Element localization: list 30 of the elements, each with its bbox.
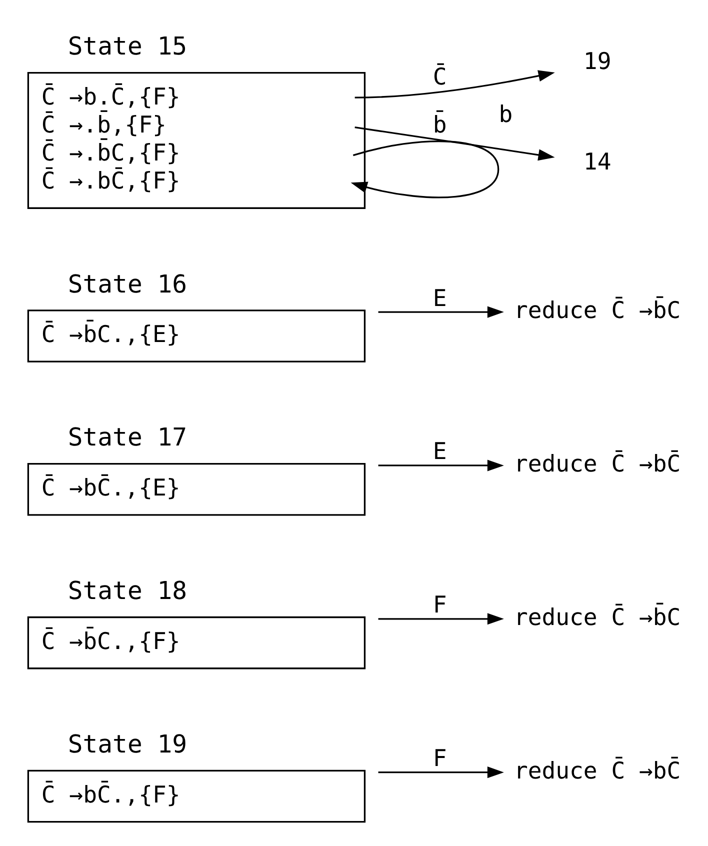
arrow bbox=[378, 306, 504, 318]
node-text: 14 bbox=[583, 150, 612, 176]
arrow bbox=[350, 140, 500, 198]
node-label: State 17 bbox=[68, 422, 188, 452]
arrow bbox=[354, 126, 555, 161]
node-text: 19 bbox=[583, 49, 612, 76]
node-label: State 15 bbox=[68, 32, 188, 61]
node-box: C̄ →bC̄.,{E} bbox=[27, 463, 366, 516]
node-box: C̄ →b.C̄,{F} C̄ →.b̄,{F} C̄ →.b̄C,{F} C̄ →.bC̄,{F} bbox=[27, 72, 366, 209]
arrow bbox=[378, 613, 504, 625]
edge-label: F bbox=[432, 746, 447, 772]
edge-label: b bbox=[498, 102, 513, 128]
node-box: C̄ →bC̄.,{F} bbox=[27, 770, 366, 823]
node-box: C̄ →b̄C.,{E} bbox=[27, 310, 366, 362]
arrow bbox=[378, 766, 504, 778]
edge-label: E bbox=[432, 439, 447, 466]
node-text: reduce C̄ →b̄C bbox=[514, 298, 681, 324]
edge-label: C̄ bbox=[432, 64, 447, 91]
edge-label: E bbox=[432, 286, 447, 312]
node-text: reduce C̄ →bC̄ bbox=[514, 758, 681, 784]
edge-label: F bbox=[432, 592, 447, 619]
node-text: reduce C̄ →b̄C bbox=[514, 605, 681, 631]
arrow bbox=[378, 460, 504, 472]
node-text: reduce C̄ →bC̄ bbox=[514, 452, 681, 478]
node-label: State 19 bbox=[68, 730, 188, 759]
node-box: C̄ →b̄C.,{F} bbox=[27, 616, 366, 670]
node-label: State 16 bbox=[68, 269, 188, 298]
edge-label: b̄ bbox=[432, 112, 447, 139]
arrow bbox=[354, 70, 555, 98]
node-label: State 18 bbox=[68, 576, 188, 606]
